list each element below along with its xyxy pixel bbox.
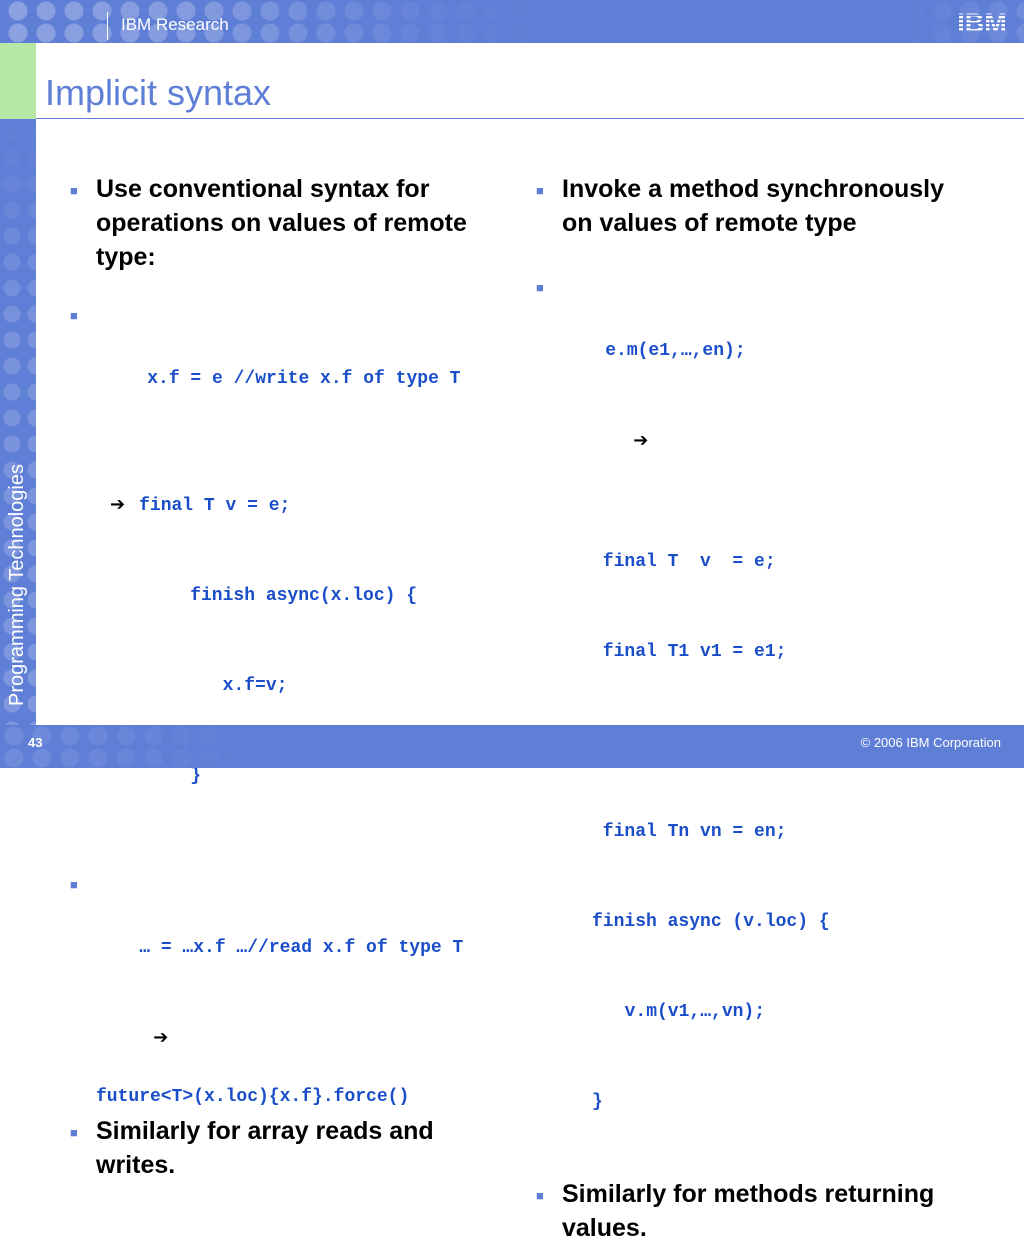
right-arrow-icon: ➔ (633, 430, 649, 451)
read-line: ■ … = …x.f …//read x.f of type T (70, 873, 515, 993)
left-bullet-2-text: Similarly for array reads and writes. (96, 1117, 434, 1179)
square-bullet-icon: ■ (536, 280, 544, 295)
sidebar-bar (0, 119, 36, 725)
right-bullet-2: ■ Similarly for methods returning values… (536, 1177, 1006, 1245)
right-bullet-1-text: Invoke a method synchronously on values … (562, 175, 945, 237)
square-bullet-icon: ■ (536, 183, 544, 198)
green-corner-tab (0, 43, 36, 119)
header-bar: IBM Research IBM (0, 0, 1024, 43)
right-column: ■ Invoke a method synchronously on value… (536, 172, 1006, 1245)
square-bullet-icon: ■ (70, 877, 78, 892)
right-arrow-icon: ➔ (153, 1027, 169, 1048)
right-bullet-1: ■ Invoke a method synchronously on value… (536, 172, 1006, 240)
header-org-name: IBM Research (121, 15, 229, 34)
ibm-logo-text: IBM (957, 8, 1007, 36)
right-bullet-2-text: Similarly for methods returning values. (562, 1180, 935, 1242)
square-bullet-icon: ■ (70, 183, 78, 198)
square-bullet-icon: ■ (70, 308, 78, 323)
copyright: © 2006 IBM Corporation (860, 735, 1001, 750)
read-arrow: ➔ (70, 993, 515, 1084)
invoke-code-block: final T v = e; final T1 v1 = e1; … final… (592, 552, 830, 1112)
left-column: ■ Use conventional syntax for operations… (70, 172, 515, 1182)
header-divider (107, 12, 108, 40)
read-code: future<T>(x.loc){x.f}.force() (96, 1087, 410, 1107)
slide-title: Implicit syntax (45, 72, 272, 113)
invoke-arrow: ➔ (536, 396, 1006, 487)
left-bullet-2: ■ Similarly for array reads and writes. (70, 1114, 515, 1182)
footer-bar: 43 © 2006 IBM Corporation (0, 725, 1024, 768)
title-rule (36, 118, 1024, 119)
left-bullet-1: ■ Use conventional syntax for operations… (70, 172, 515, 274)
sidebar-label: Programming Technologies (6, 464, 28, 706)
left-bullet-1-text: Use conventional syntax for operations o… (96, 175, 467, 271)
ibm-logo: IBM (957, 8, 1007, 36)
right-arrow-icon: ➔ (110, 494, 126, 515)
square-bullet-icon: ■ (70, 1125, 78, 1140)
write-code-block: ➔final T v = e; finish async(x.loc) { x.… (110, 494, 418, 786)
write-line: ■ x.f = e //write x.f of type T (70, 304, 515, 424)
square-bullet-icon: ■ (536, 1188, 544, 1203)
invoke-line: ■ e.m(e1,…,en); (536, 276, 1006, 396)
page-number: 43 (28, 735, 43, 750)
